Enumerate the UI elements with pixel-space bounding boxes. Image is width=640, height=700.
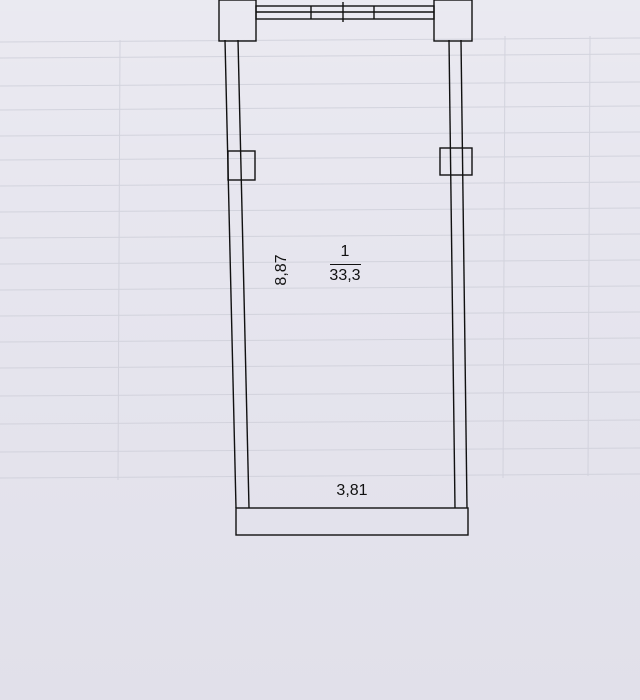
bottom-wall bbox=[235, 507, 469, 536]
room-outline bbox=[218, 0, 473, 536]
room-label-divider bbox=[330, 264, 361, 265]
width-dimension: 3,81 bbox=[336, 482, 368, 499]
top-right-corner-block bbox=[433, 0, 473, 42]
left-wall-inner bbox=[237, 39, 250, 509]
room-area: 33,3 bbox=[329, 267, 361, 284]
top-left-corner-block bbox=[218, 0, 257, 42]
left-wall-outer bbox=[224, 39, 237, 509]
right-wall-inner bbox=[448, 39, 456, 509]
right-column-block bbox=[439, 147, 473, 176]
room-number: 1 bbox=[340, 243, 350, 260]
background-table-lines bbox=[0, 35, 640, 481]
left-column-block bbox=[227, 150, 256, 181]
length-dimension: 8,87 bbox=[273, 254, 290, 286]
right-wall-outer bbox=[460, 39, 468, 509]
